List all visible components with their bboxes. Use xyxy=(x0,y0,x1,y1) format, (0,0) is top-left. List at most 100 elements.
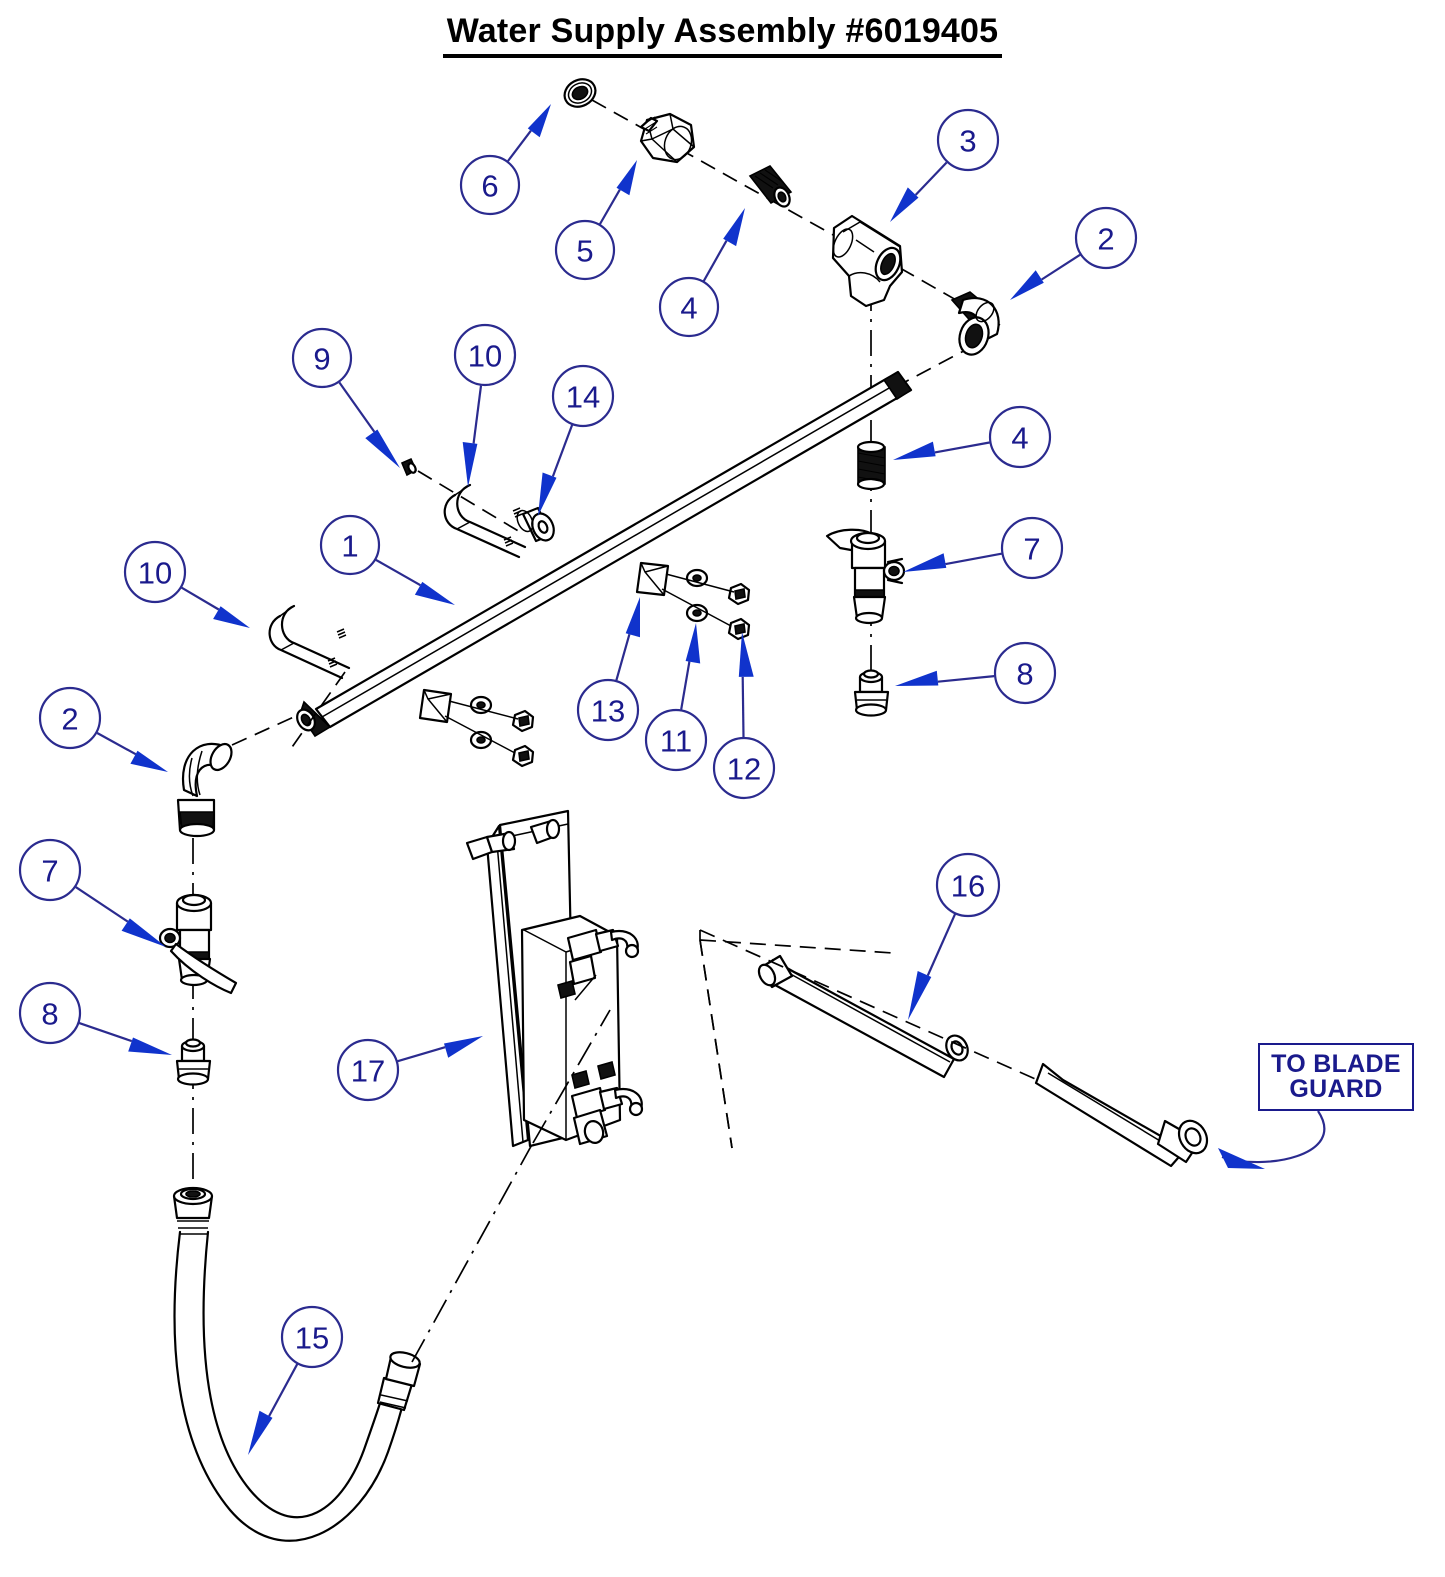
callout-2b-arrowhead xyxy=(130,750,168,772)
to-blade-guard-line1: TO BLADE xyxy=(1271,1049,1401,1078)
callout-14[interactable]: 14 xyxy=(538,364,615,516)
callout-1[interactable]: 1 xyxy=(319,514,455,605)
callout-14-bubble[interactable] xyxy=(551,364,615,428)
washer-part xyxy=(563,78,597,108)
callout-8a[interactable]: 8 xyxy=(895,641,1057,705)
callout-16-bubble[interactable] xyxy=(935,852,1001,918)
callout-13-arrowhead xyxy=(625,597,640,638)
callout-6-bubble[interactable] xyxy=(459,154,521,216)
flexible-hose-part xyxy=(172,1186,422,1542)
u-bolt-centerline-upper xyxy=(417,470,521,533)
callout-16-leader xyxy=(926,913,957,976)
bracket-bolt-left xyxy=(465,830,517,861)
manifold-fitting-lower xyxy=(570,1060,644,1146)
callout-17-bubble[interactable] xyxy=(336,1038,400,1102)
callout-3-leader xyxy=(914,161,948,196)
callout-6-leader xyxy=(507,130,532,162)
callout-3-arrowhead xyxy=(890,187,919,222)
callout-7b[interactable]: 7 xyxy=(18,838,166,947)
callout-3-bubble[interactable] xyxy=(936,108,1000,172)
callout-7a[interactable]: 7 xyxy=(903,516,1064,580)
to-blade-guard-leader xyxy=(1221,1110,1326,1164)
callout-4b-leader xyxy=(934,441,990,454)
callout-13-number: 13 xyxy=(591,694,625,729)
mounting-hardware-lower xyxy=(418,688,535,768)
callout-6-number: 6 xyxy=(481,169,498,204)
callout-3[interactable]: 3 xyxy=(890,108,1000,222)
callout-10b[interactable]: 10 xyxy=(123,540,250,628)
callout-10a-bubble[interactable] xyxy=(453,323,517,387)
callout-7b-arrowhead xyxy=(121,918,166,947)
callout-17[interactable]: 17 xyxy=(336,1036,483,1102)
callout-7a-bubble[interactable] xyxy=(1000,516,1064,580)
callout-12-bubble[interactable] xyxy=(712,736,776,800)
callout-10a-number: 10 xyxy=(468,339,502,374)
callout-4b-bubble[interactable] xyxy=(988,405,1052,469)
callout-15-number: 15 xyxy=(295,1321,329,1356)
callout-12[interactable]: 12 xyxy=(712,632,776,800)
callout-5-leader xyxy=(599,189,621,225)
callout-14-number: 14 xyxy=(566,380,600,415)
callout-7b-leader xyxy=(75,886,129,923)
callout-2a[interactable]: 2 xyxy=(1010,206,1138,300)
callout-8b-bubble[interactable] xyxy=(18,981,82,1045)
callout-10a[interactable]: 10 xyxy=(453,323,517,487)
callout-17-number: 17 xyxy=(351,1054,385,1089)
supply-hose-centerline xyxy=(699,929,1061,1091)
callout-2b-bubble[interactable] xyxy=(38,686,102,750)
callout-4a-bubble[interactable] xyxy=(658,276,720,338)
callout-14-leader xyxy=(551,424,574,477)
callout-8a-bubble[interactable] xyxy=(993,641,1057,705)
callout-6[interactable]: 6 xyxy=(459,104,551,216)
callout-4a-leader xyxy=(702,240,728,282)
callout-4b-arrowhead xyxy=(893,441,936,460)
callout-4b-number: 4 xyxy=(1011,421,1028,456)
callout-4a-arrowhead xyxy=(723,208,745,247)
u-bolt-centerline-lower xyxy=(289,671,346,751)
callout-4b[interactable]: 4 xyxy=(893,405,1052,469)
callout-8b-number: 8 xyxy=(41,997,58,1032)
callout-1-bubble[interactable] xyxy=(319,514,381,576)
bracket-bolt-right xyxy=(529,818,561,845)
callout-13[interactable]: 13 xyxy=(576,597,640,742)
callout-7a-arrowhead xyxy=(903,553,947,572)
hose-barb-right-part xyxy=(853,669,890,717)
ball-valve-left-part xyxy=(158,893,238,995)
callout-7b-bubble[interactable] xyxy=(18,838,82,902)
elbow-fitting-right-part xyxy=(950,291,1000,356)
callout-10b-number: 10 xyxy=(138,556,172,591)
callout-5-bubble[interactable] xyxy=(554,219,616,281)
threaded-nipple-right-part xyxy=(856,440,886,491)
callout-15[interactable]: 15 xyxy=(248,1305,344,1455)
callout-15-leader xyxy=(268,1363,299,1417)
callout-3-number: 3 xyxy=(959,124,976,159)
callout-12-arrowhead xyxy=(738,632,754,677)
callout-11-leader xyxy=(680,661,691,710)
callout-5[interactable]: 5 xyxy=(554,160,637,281)
callout-2b-leader xyxy=(96,732,137,756)
callout-9[interactable]: 9 xyxy=(291,327,400,468)
callout-10a-leader xyxy=(472,385,483,444)
callout-13-leader xyxy=(615,634,631,681)
callout-15-arrowhead xyxy=(248,1410,273,1455)
main-water-pipe-part xyxy=(296,370,913,738)
callout-9-arrowhead xyxy=(365,429,400,468)
callout-15-bubble[interactable] xyxy=(280,1305,344,1369)
callout-11-bubble[interactable] xyxy=(644,708,708,772)
threaded-nipple-top-part xyxy=(748,164,793,208)
callout-12-number: 12 xyxy=(727,752,761,787)
callout-8a-number: 8 xyxy=(1016,657,1033,692)
callout-2a-bubble[interactable] xyxy=(1074,206,1138,270)
to-blade-guard-label: TO BLADE GUARD xyxy=(1258,1043,1414,1111)
callout-11[interactable]: 11 xyxy=(644,623,708,772)
lock-nut-part xyxy=(400,457,418,477)
callout-2b[interactable]: 2 xyxy=(38,686,168,772)
callout-9-bubble[interactable] xyxy=(291,327,353,389)
callout-13-bubble[interactable] xyxy=(576,678,640,742)
callout-10b-bubble[interactable] xyxy=(123,540,187,604)
callout-16[interactable]: 16 xyxy=(908,852,1001,1020)
callout-8b[interactable]: 8 xyxy=(18,981,172,1055)
callout-9-number: 9 xyxy=(313,342,330,377)
callout-4a[interactable]: 4 xyxy=(658,208,745,338)
